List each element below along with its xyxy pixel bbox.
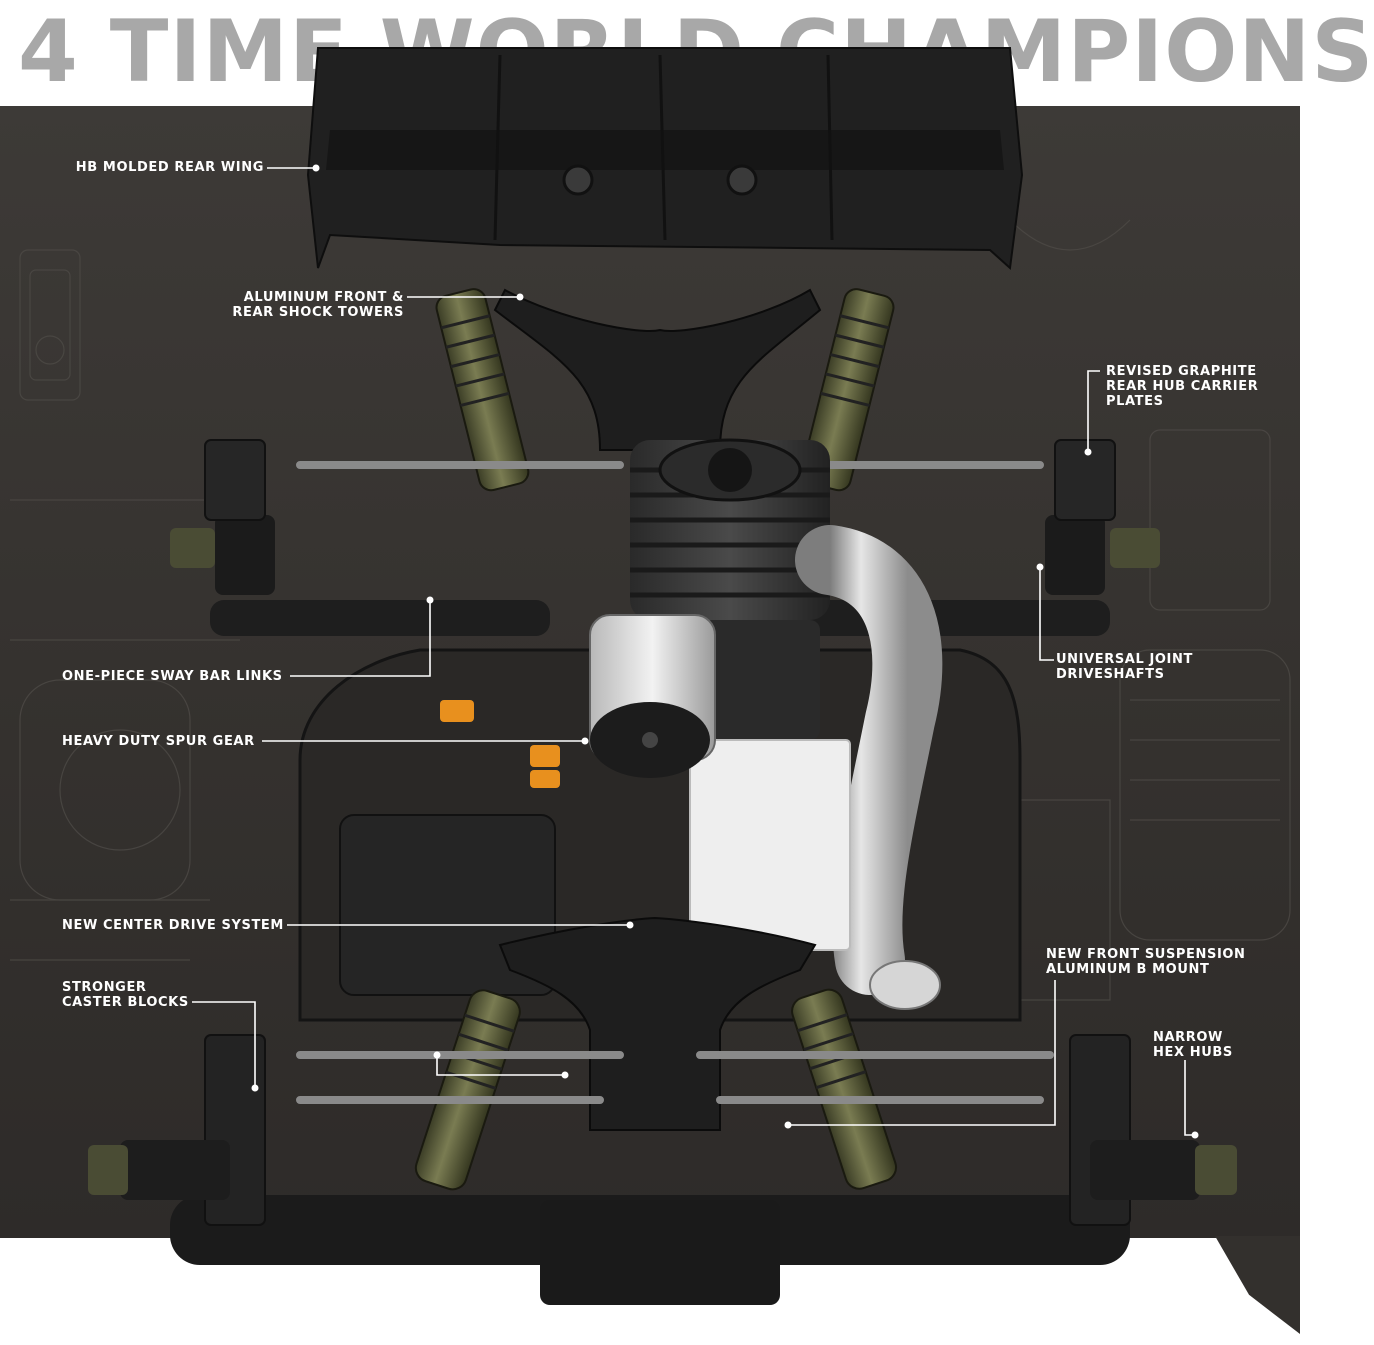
leader-hub-carrier [1087, 370, 1100, 452]
callout-hub-carrier: REVISED GRAPHITE REAR HUB CARRIER PLATES [1106, 364, 1259, 409]
rear-wing [306, 47, 1024, 271]
callout-caster-blocks: STRONGER CASTER BLOCKS [62, 980, 189, 1010]
front-shock-tower [498, 916, 817, 1131]
rear-shock-tower [493, 288, 822, 451]
orange-adjusters [440, 700, 560, 788]
callout-spur-gear: HEAVY DUTY SPUR GEAR [62, 734, 255, 749]
callout-center-drive: NEW CENTER DRIVE SYSTEM [62, 918, 284, 933]
callout-sway-bar: ONE-PIECE SWAY BAR LINKS [62, 669, 283, 684]
leader-driveshafts [1039, 567, 1054, 661]
rear-suspension [170, 439, 1160, 636]
leader-front-suspension [788, 980, 1056, 1126]
leader-front-sway [436, 1055, 565, 1076]
callout-rear-wing: HB MOLDED REAR WING [75, 160, 264, 175]
callout-front-suspension: NEW FRONT SUSPENSION ALUMINUM B MOUNT [1046, 947, 1246, 977]
leader-dots [251, 164, 1199, 1139]
rear-shocks [435, 288, 895, 492]
callout-driveshafts: UNIVERSAL JOINT DRIVESHAFTS [1056, 652, 1193, 682]
callout-hex-hubs: NARROW HEX HUBS [1153, 1030, 1233, 1060]
leader-caster-blocks [192, 1001, 256, 1088]
air-filter [589, 614, 716, 778]
leader-lines [192, 167, 1195, 1136]
leader-hex-hubs [1184, 1060, 1195, 1136]
callout-shock-towers: ALUMINUM FRONT & REAR SHOCK TOWERS [232, 290, 404, 320]
front-suspension [88, 1034, 1237, 1305]
engine-mount [689, 739, 851, 951]
front-shocks [414, 988, 898, 1191]
buggy-illustration [10, 47, 1291, 1305]
leader-sway-bar [290, 600, 431, 677]
exhaust-pipe [795, 525, 943, 1010]
